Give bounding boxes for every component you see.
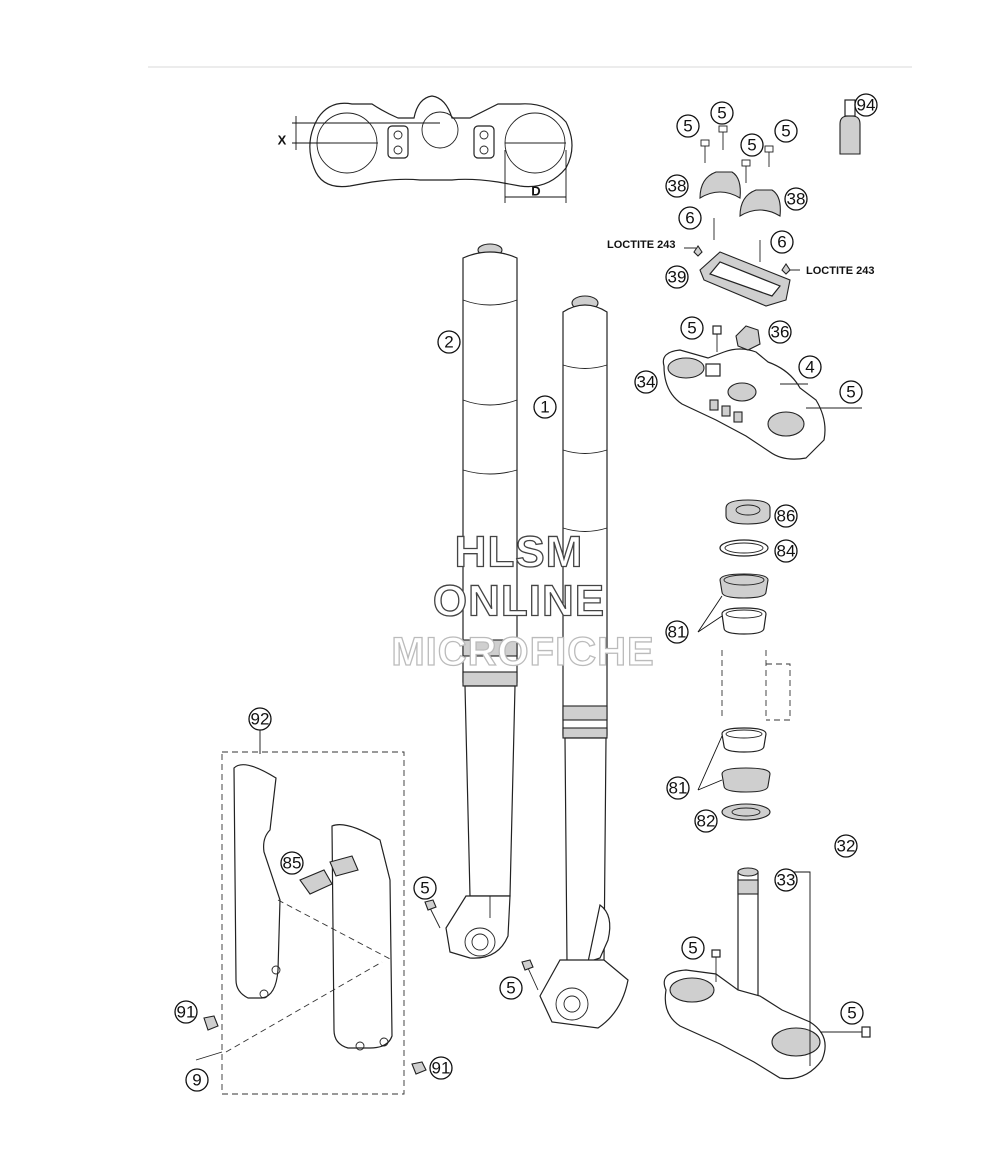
handlebar-clamp-parts — [684, 99, 861, 307]
callout-32-label: 32 — [837, 837, 856, 856]
callout-9-label: 9 — [192, 1071, 201, 1090]
callout-4-label: 4 — [805, 358, 814, 377]
callout-32[interactable]: 32 — [834, 834, 858, 858]
callout-81-b-label: 81 — [669, 779, 688, 798]
callout-34-label: 34 — [637, 373, 656, 392]
callout-94-label: 94 — [857, 96, 876, 115]
callout-5-h-label: 5 — [506, 979, 515, 998]
callout-38-a-label: 38 — [668, 177, 687, 196]
watermark-line-1: HLSM — [455, 528, 584, 577]
callout-5-f[interactable]: 5 — [839, 380, 863, 404]
callout-86-label: 86 — [777, 507, 796, 526]
callout-5-e-label: 5 — [687, 319, 696, 338]
fork-guards — [195, 730, 539, 1095]
dimension-d-label: D — [531, 184, 540, 199]
callout-1-label: 1 — [540, 398, 549, 417]
callout-36-label: 36 — [771, 323, 790, 342]
callout-36[interactable]: 36 — [768, 320, 792, 344]
loctite-note-right: LOCTITE 243 — [806, 265, 874, 277]
callout-82[interactable]: 82 — [694, 809, 718, 833]
callout-39[interactable]: 39 — [665, 265, 689, 289]
callout-6-b-label: 6 — [777, 233, 786, 252]
callout-33-label: 33 — [777, 871, 796, 890]
callout-5-i-label: 5 — [688, 939, 697, 958]
callout-5-i[interactable]: 5 — [681, 936, 705, 960]
callout-92[interactable]: 92 — [248, 707, 272, 731]
callout-4[interactable]: 4 — [798, 355, 822, 379]
fork-leg-2 — [445, 243, 518, 959]
callout-5-j[interactable]: 5 — [840, 1001, 864, 1025]
watermark-line-3: MICROFICHE — [391, 630, 654, 674]
callout-81-a[interactable]: 81 — [665, 620, 689, 644]
callout-9[interactable]: 9 — [185, 1068, 209, 1092]
callout-5-g-label: 5 — [420, 879, 429, 898]
callout-91-b[interactable]: 91 — [429, 1056, 453, 1080]
callout-2[interactable]: 2 — [437, 330, 461, 354]
callout-38-b-label: 38 — [787, 190, 806, 209]
callout-5-j-label: 5 — [847, 1004, 856, 1023]
callout-34[interactable]: 34 — [634, 370, 658, 394]
loctite-note-left: LOCTITE 243 — [607, 239, 675, 251]
callout-91-a-label: 91 — [177, 1003, 196, 1022]
dimension-x-label: X — [278, 133, 287, 148]
callout-39-label: 39 — [668, 268, 687, 287]
callout-82-label: 82 — [697, 812, 716, 831]
callout-5-a[interactable]: 5 — [676, 114, 700, 138]
callout-5-f-label: 5 — [846, 383, 855, 402]
callout-5-e[interactable]: 5 — [680, 316, 704, 340]
callout-91-a[interactable]: 91 — [174, 1000, 198, 1024]
callout-5-h[interactable]: 5 — [499, 976, 523, 1000]
callout-5-c[interactable]: 5 — [740, 133, 764, 157]
callout-5-c-label: 5 — [747, 136, 756, 155]
callout-86[interactable]: 86 — [774, 504, 798, 528]
callout-6-a[interactable]: 6 — [678, 206, 702, 230]
callout-91-b-label: 91 — [432, 1059, 451, 1078]
callout-5-d[interactable]: 5 — [774, 119, 798, 143]
callout-1[interactable]: 1 — [533, 395, 557, 419]
callout-38-a[interactable]: 38 — [665, 174, 689, 198]
callout-5-b-label: 5 — [717, 104, 726, 123]
callout-5-b[interactable]: 5 — [710, 101, 734, 125]
callout-85[interactable]: 85 — [280, 851, 304, 875]
callout-6-a-label: 6 — [685, 209, 694, 228]
fork-leg-1 — [539, 295, 629, 1029]
callout-38-b[interactable]: 38 — [784, 187, 808, 211]
callout-81-a-label: 81 — [668, 623, 687, 642]
callout-85-label: 85 — [283, 854, 302, 873]
lower-triple-clamp — [663, 867, 871, 1080]
callout-6-b[interactable]: 6 — [770, 230, 794, 254]
steering-bearing-parts — [697, 499, 791, 821]
triple-clamp-dimension-view — [292, 95, 573, 203]
callout-2-label: 2 — [444, 333, 453, 352]
callout-5-a-label: 5 — [683, 117, 692, 136]
callout-92-label: 92 — [251, 710, 270, 729]
watermark-line-2: ONLINE — [433, 577, 605, 626]
callout-5-d-label: 5 — [781, 122, 790, 141]
callout-5-g[interactable]: 5 — [413, 876, 437, 900]
upper-triple-clamp — [662, 325, 862, 460]
callout-81-b[interactable]: 81 — [666, 776, 690, 800]
callout-33[interactable]: 33 — [774, 868, 798, 892]
callout-84-label: 84 — [777, 542, 796, 561]
callout-84[interactable]: 84 — [774, 539, 798, 563]
callout-94[interactable]: 94 — [854, 93, 878, 117]
